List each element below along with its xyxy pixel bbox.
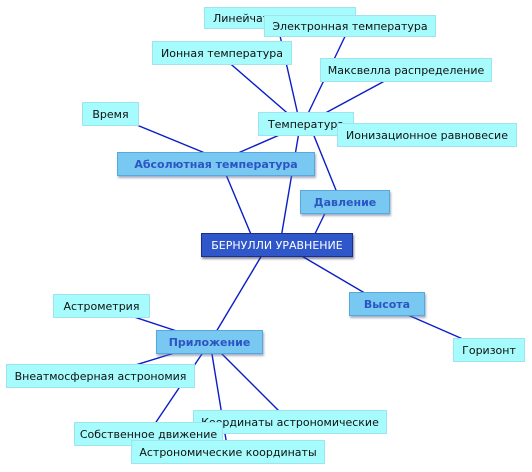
node-pressure[interactable]: Давление [300, 190, 390, 214]
edge-root-temperature [279, 125, 301, 245]
node-application[interactable]: Приложение [156, 330, 263, 354]
node-time[interactable]: Время [82, 102, 139, 126]
node-height[interactable]: Высота [349, 292, 425, 316]
node-ion-temperature[interactable]: Ионная температура [152, 41, 292, 65]
edge-application-coords [209, 341, 291, 423]
node-root-bernoulli-equation[interactable]: БЕРНУЛЛИ УРАВНЕНИЕ [201, 233, 353, 257]
edge-application-proper-motion [147, 341, 211, 435]
node-maxwell-distribution[interactable]: Максвелла распределение [320, 58, 492, 82]
edge-root-application [209, 254, 263, 343]
edge-root-absolute-temperature [221, 164, 256, 245]
node-astrometry[interactable]: Астрометрия [53, 294, 150, 318]
node-horizon[interactable]: Горизонт [453, 338, 525, 362]
node-astronomical-coordinates-2[interactable]: Астрономические координаты [131, 440, 325, 464]
node-astronomical-coordinates[interactable]: Координаты астрономические [193, 410, 387, 434]
node-absolute-temperature[interactable]: Абсолютная температура [117, 152, 315, 176]
edge-pressure-temperature [309, 125, 341, 201]
node-electron-temperature[interactable]: Электронная температура [264, 15, 436, 37]
node-ionization-equilibrium[interactable]: Ионизационное равновесие [337, 123, 517, 147]
node-extra-atmospheric-astronomy[interactable]: Внеатмосферная астрономия [6, 364, 195, 388]
